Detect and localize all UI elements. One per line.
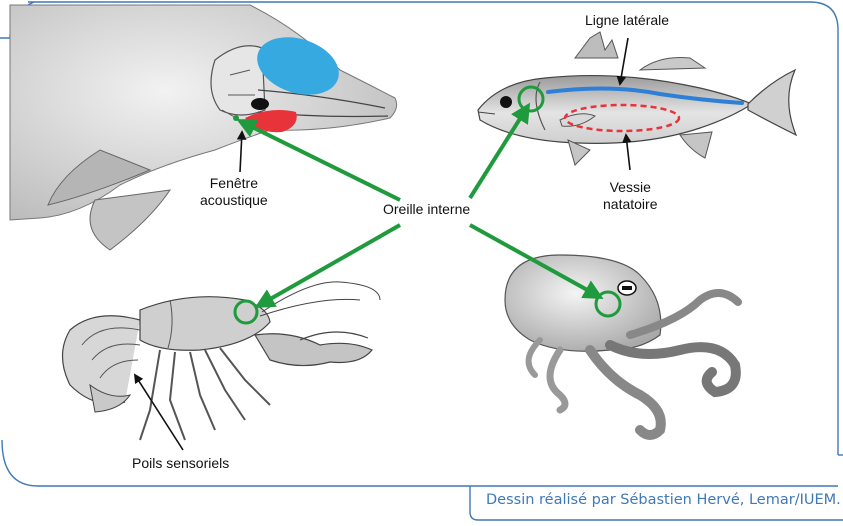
- fish-illustration: [478, 32, 796, 165]
- label-acoustic-window-line1: Fenêtre: [200, 175, 268, 192]
- image-credit: Dessin réalisé par Sébastien Hervé, Lema…: [486, 492, 841, 508]
- pointer-sensory-hairs: [135, 375, 183, 450]
- label-inner-ear: Oreille interne: [383, 201, 470, 218]
- dolphin-illustration: [10, 5, 397, 250]
- label-lateral-line: Ligne latérale: [585, 12, 669, 29]
- label-acoustic-window-line2: acoustique: [200, 192, 268, 209]
- lobster-illustration: [63, 282, 381, 440]
- arrow-to-lobster: [258, 225, 400, 306]
- octopus-illustration: [505, 255, 738, 435]
- label-swim-bladder: Vessie natatoire: [603, 179, 657, 213]
- label-acoustic-window: Fenêtre acoustique: [200, 175, 268, 209]
- fish-eye: [500, 96, 512, 108]
- label-swim-bladder-line2: natatoire: [603, 196, 657, 213]
- dolphin-eye: [251, 98, 269, 110]
- label-swim-bladder-line1: Vessie: [603, 179, 657, 196]
- label-sensory-hairs: Poils sensoriels: [132, 455, 229, 472]
